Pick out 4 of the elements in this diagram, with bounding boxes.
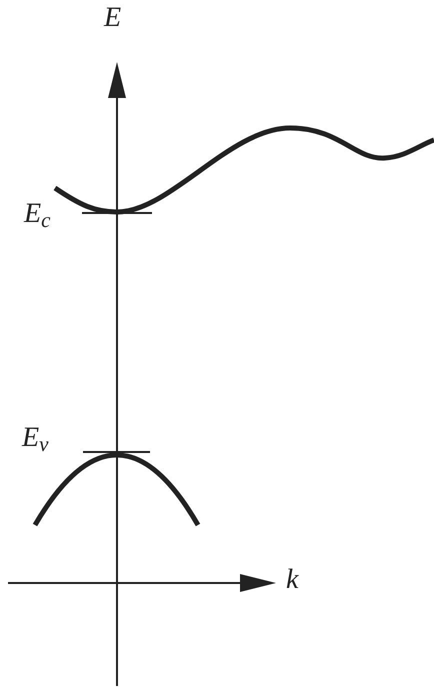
axis-label: E <box>104 4 122 32</box>
energy-level-label: E$_{v}$ <box>22 424 48 452</box>
energy-level-label: E$_{c}$ <box>24 200 50 228</box>
axis-label: k <box>286 566 298 594</box>
